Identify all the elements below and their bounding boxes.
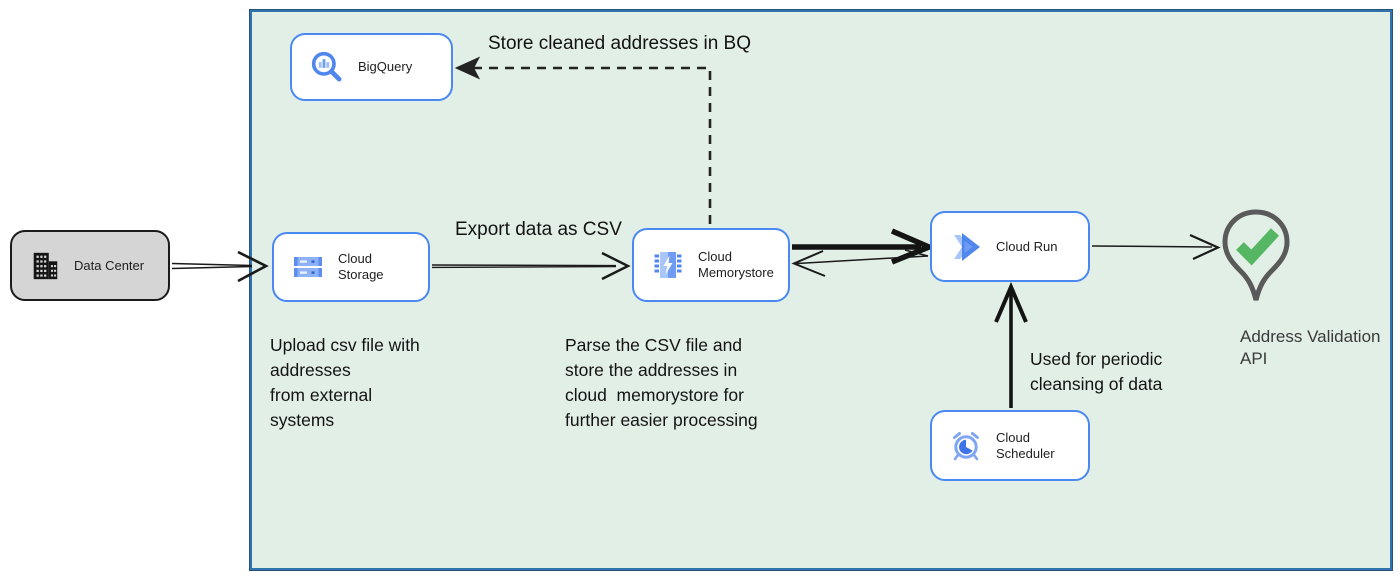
node-label: Cloud Storage [338,251,384,282]
node-cloud-run[interactable]: Cloud Run [930,211,1090,282]
node-cloud-storage[interactable]: Cloud Storage [272,232,430,302]
cloud-boundary-container [250,10,1392,570]
node-label: BigQuery [358,59,413,74]
store-bq-label: Store cleaned addresses in BQ [488,33,751,54]
bigquery-icon [309,49,345,85]
node-label: Cloud Scheduler [996,429,1055,461]
node-cloud-scheduler[interactable]: Cloud Scheduler [930,410,1090,481]
export-csv-label: Export data as CSV [455,219,622,240]
node-label: Cloud Memorystore [698,249,774,280]
cloud-storage-icon [291,250,325,284]
data-center-icon [29,250,61,282]
cloud-memorystore-icon [651,248,685,282]
node-label: Cloud Run [996,238,1058,254]
location-pin-icon [1222,209,1290,301]
parse-note: Parse the CSV file and store the address… [565,335,758,430]
periodic-note: Used for periodic cleansing of data [1030,349,1163,394]
address-validation-pin[interactable] [1221,209,1291,312]
cloud-scheduler-icon [949,429,983,463]
cloud-run-icon [949,232,983,262]
node-label: Data Center [74,257,145,273]
node-cloud-memorystore[interactable]: Cloud Memorystore [632,228,790,302]
upload-note: Upload csv file with addresses from exte… [270,335,420,430]
address-validation-label: Address Validation API [1240,327,1381,368]
node-data-center[interactable]: Data Center [10,230,170,301]
node-bigquery[interactable]: BigQuery [290,33,453,101]
